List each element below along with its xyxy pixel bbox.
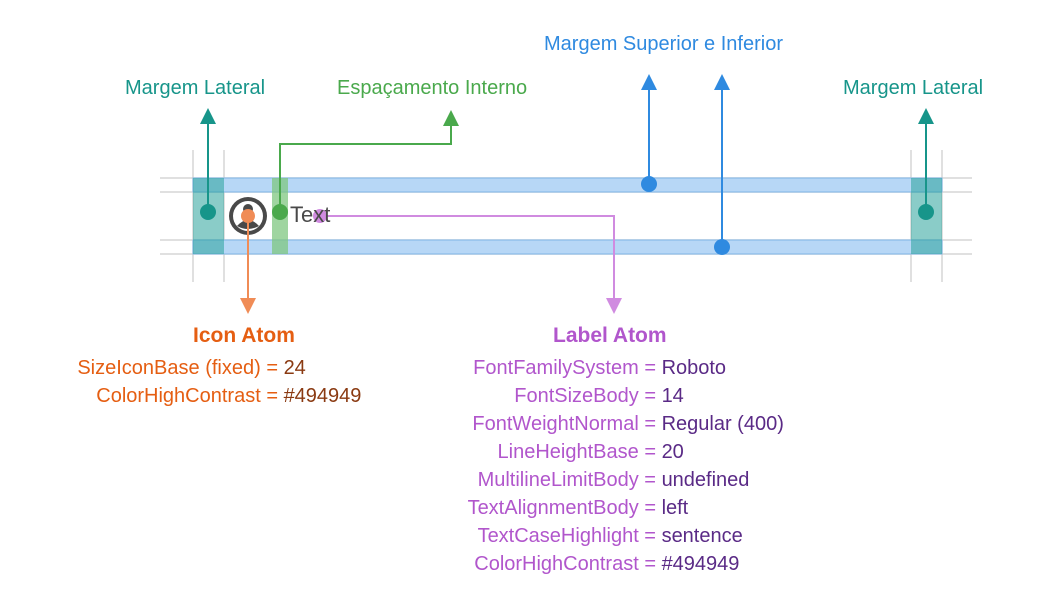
prop-value: undefined bbox=[661, 469, 750, 491]
prop-key: FontFamilySystem = bbox=[473, 357, 656, 379]
prop-value: sentence bbox=[661, 525, 743, 547]
label-atom-prop-row: LineHeightBase = 20 bbox=[380, 438, 784, 466]
prop-key: MultilineLimitBody = bbox=[477, 469, 656, 491]
prop-key: LineHeightBase = bbox=[497, 441, 656, 463]
prop-value: 14 bbox=[661, 385, 684, 407]
margem-lateral-left-label: Margem Lateral bbox=[125, 77, 266, 99]
label-atom-prop-row: TextAlignmentBody = left bbox=[380, 494, 784, 522]
prop-key: ColorHighContrast = bbox=[474, 553, 656, 575]
espacamento-interno-label: Espaçamento Interno bbox=[337, 77, 528, 99]
internal-spacing-connector bbox=[272, 110, 459, 220]
margem-superior-inferior-label: Margem Superior e Inferior bbox=[544, 33, 783, 55]
lateral-margin-connectors bbox=[200, 108, 934, 220]
margem-lateral-right-label: Margem Lateral bbox=[843, 77, 984, 99]
icon-atom-title: Icon Atom bbox=[193, 324, 295, 347]
label-atom-title: Label Atom bbox=[553, 324, 667, 347]
prop-key: TextAlignmentBody = bbox=[467, 497, 656, 519]
top-margin-band bbox=[192, 177, 943, 193]
label-atom-prop-row: FontSizeBody = 14 bbox=[380, 382, 784, 410]
icon-atom-prop-row: ColorHighContrast = #494949 bbox=[10, 382, 361, 410]
label-atom-prop-row: FontFamilySystem = Roboto bbox=[380, 354, 784, 382]
prop-value: #494949 bbox=[283, 385, 362, 407]
prop-value: Regular (400) bbox=[661, 413, 784, 435]
prop-key: ColorHighContrast = bbox=[96, 385, 278, 407]
icon-atom-prop-row: SizeIconBase (fixed) = 24 bbox=[10, 354, 361, 382]
icon-atom-connector bbox=[240, 209, 256, 314]
prop-value: Roboto bbox=[661, 357, 727, 379]
label-atom-prop-row: MultilineLimitBody = undefined bbox=[380, 466, 784, 494]
prop-key: FontSizeBody = bbox=[514, 385, 656, 407]
label-atom-connector bbox=[313, 209, 622, 314]
bottom-margin-band bbox=[192, 239, 943, 255]
label-atom-prop-row: FontWeightNormal = Regular (400) bbox=[380, 410, 784, 438]
sample-label-text: Text bbox=[290, 202, 331, 227]
label-atom-prop-row: TextCaseHighlight = sentence bbox=[380, 522, 784, 550]
prop-value: 24 bbox=[283, 357, 306, 379]
prop-value: 20 bbox=[661, 441, 684, 463]
label-atom-props: FontFamilySystem = Roboto FontSizeBody =… bbox=[380, 354, 784, 578]
icon-atom-props: SizeIconBase (fixed) = 24 ColorHighContr… bbox=[10, 354, 361, 410]
prop-key: FontWeightNormal = bbox=[472, 413, 656, 435]
label-atom-prop-row: ColorHighContrast = #494949 bbox=[380, 550, 784, 578]
prop-value: #494949 bbox=[661, 553, 740, 575]
prop-value: left bbox=[661, 497, 689, 519]
vertical-margin-connectors bbox=[641, 74, 730, 255]
prop-key: TextCaseHighlight = bbox=[477, 525, 656, 547]
prop-key: SizeIconBase (fixed) = bbox=[77, 357, 278, 379]
